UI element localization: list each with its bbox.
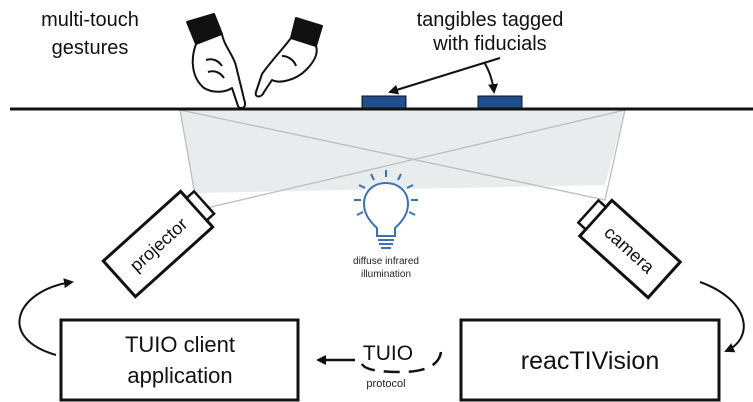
protocol-label: protocol	[366, 378, 405, 390]
gestures-label-line1: multi-touch	[41, 9, 139, 31]
gestures-label-line2: gestures	[52, 37, 129, 59]
reactivision-box	[459, 318, 721, 402]
tuio-client-box	[59, 318, 300, 402]
camera-to-reactivision-arrow	[699, 281, 745, 353]
fiducial-tangible-1	[361, 95, 407, 109]
pointing-hand-icon	[186, 13, 247, 110]
light-bulb-icon	[354, 170, 418, 249]
fiducial-arrow-2	[483, 61, 499, 94]
light-rays	[179, 109, 626, 211]
projection-area	[180, 110, 625, 193]
illumination-label-line2: illumination	[361, 269, 411, 280]
client-label-line1: TUIO client	[125, 332, 235, 357]
client-to-projector-arrow	[18, 278, 74, 356]
client-label-line2: application	[127, 363, 232, 388]
camera-device: camera	[576, 198, 683, 300]
projector-device: projector	[101, 189, 216, 299]
tangibles-label-line1: tangibles tagged	[417, 9, 564, 31]
fiducial-arrow-1	[388, 57, 501, 95]
illumination-label-line1: diffuse infrared	[353, 256, 419, 267]
tuio-label: TUIO	[363, 342, 413, 365]
tuio-dashed-curve	[360, 351, 443, 374]
pointing-hand-icon	[254, 17, 323, 98]
reactivision-label: reacTIVision	[521, 347, 660, 375]
fiducial-tangible-2	[477, 95, 523, 109]
tangibles-label-line2: with fiducials	[432, 33, 546, 55]
